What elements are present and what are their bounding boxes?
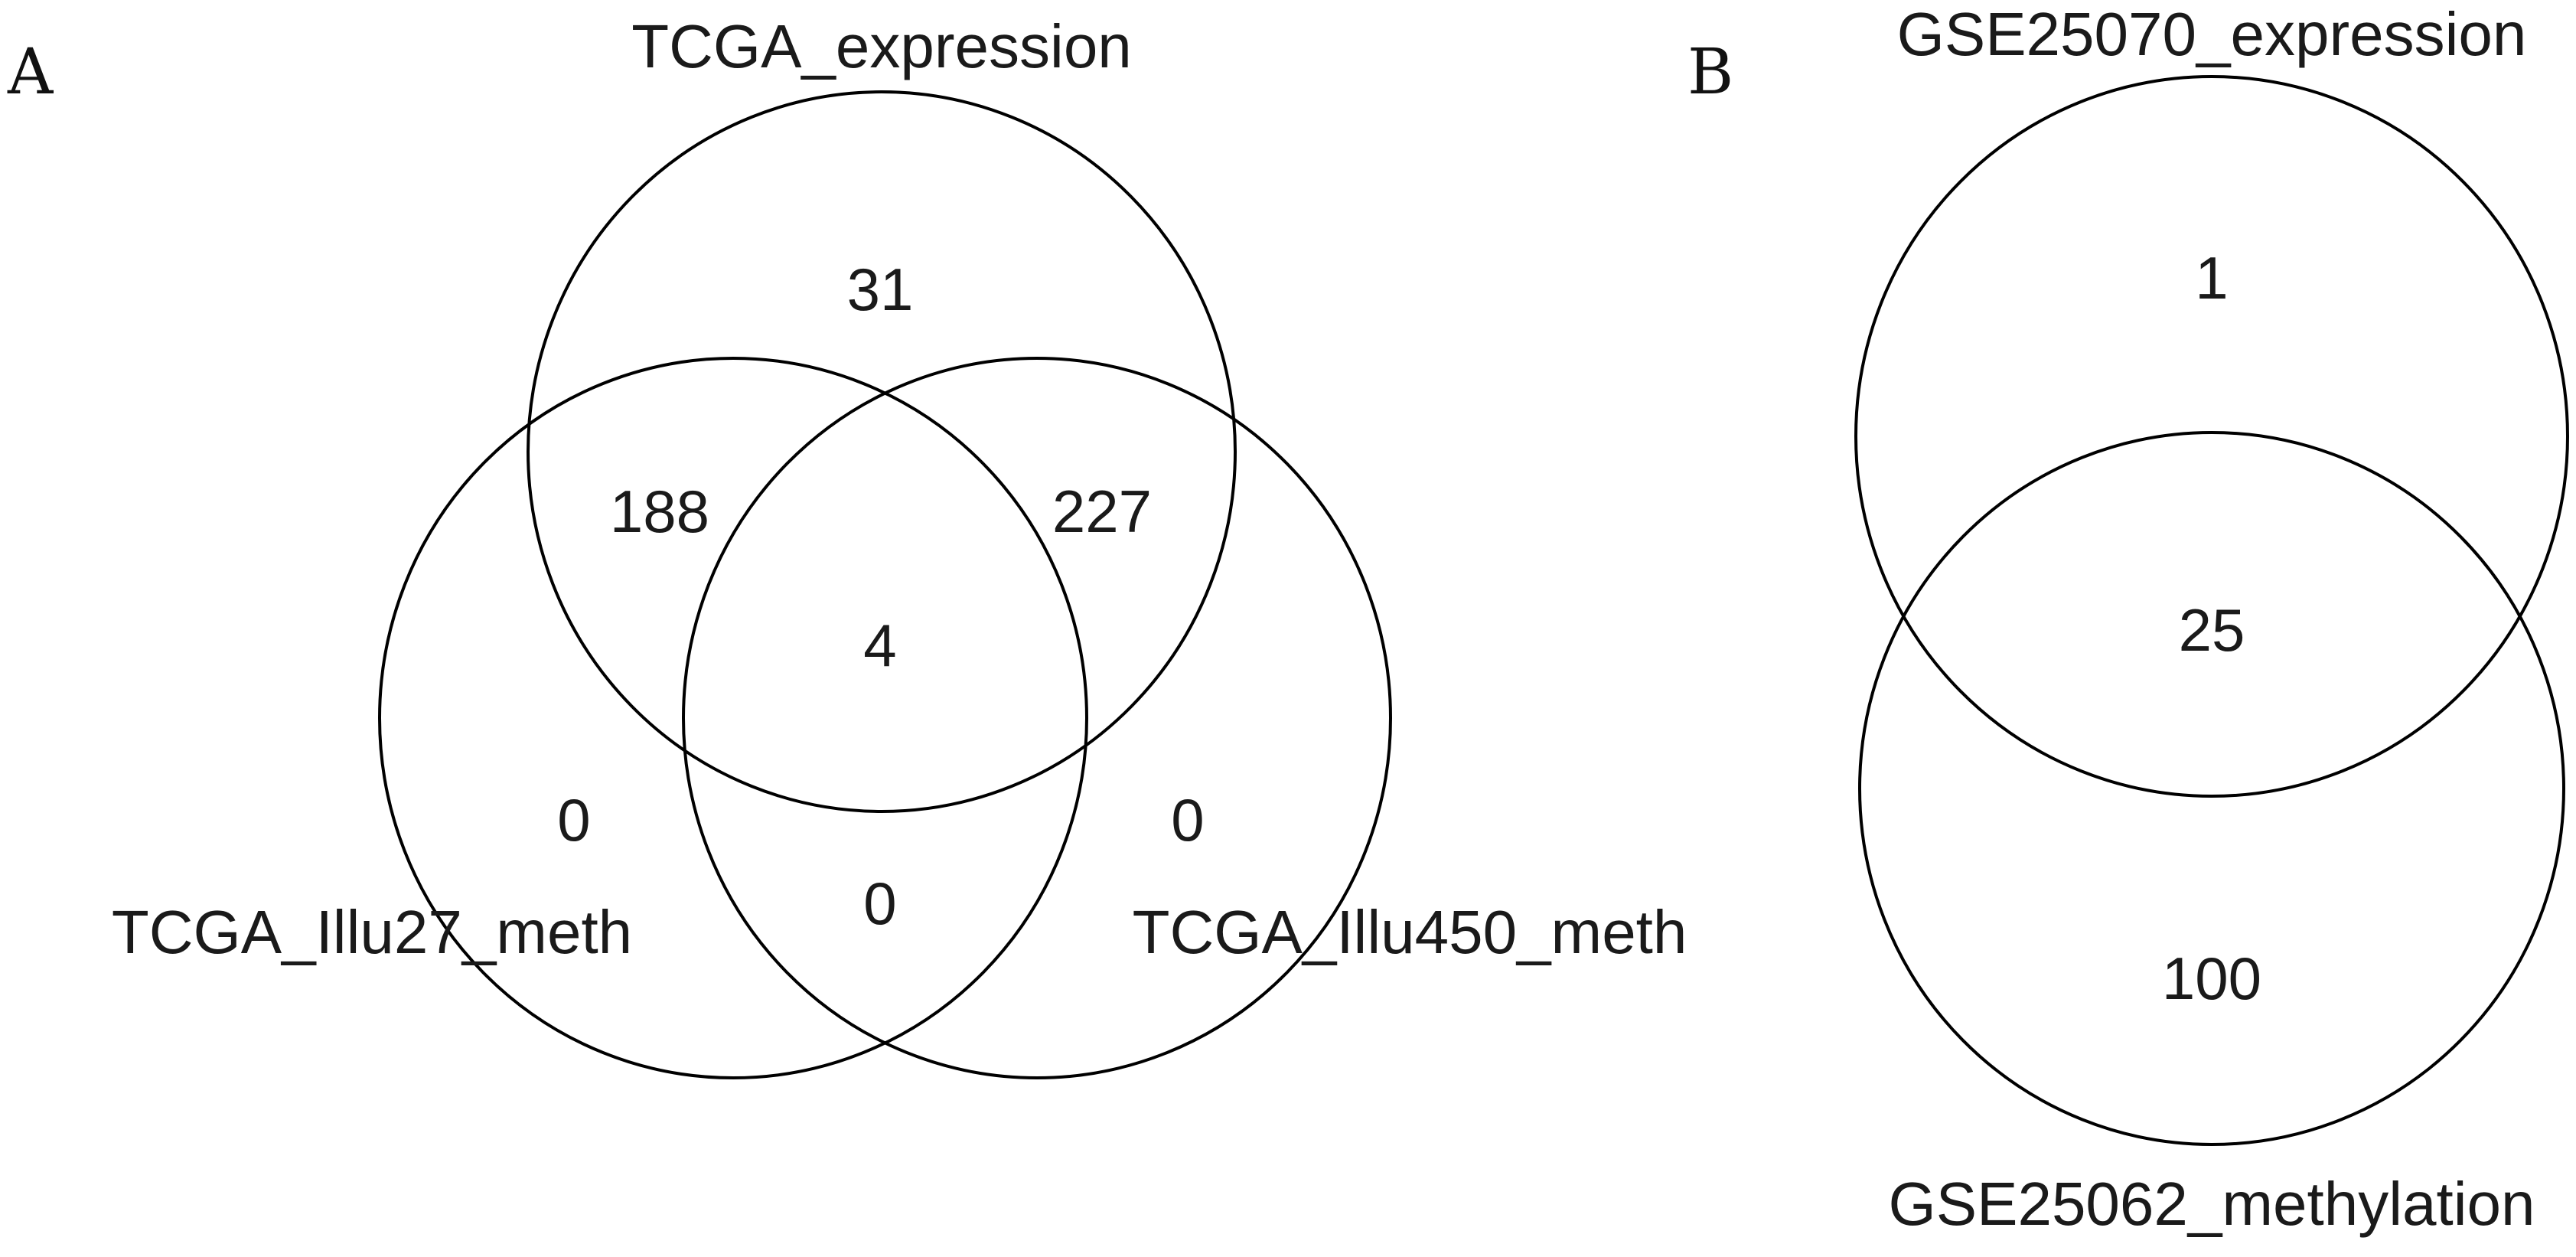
panel-a: A TCGA_expression TCGA_Illu27_meth TCGA_…	[7, 12, 1687, 1079]
label-tcga-illu27-meth: TCGA_Illu27_meth	[112, 898, 632, 966]
circle-gse25070-expression	[1854, 75, 2569, 798]
count-expression-illu450: 227	[1052, 478, 1152, 545]
label-gse25070-expression: GSE25070_expression	[1897, 0, 2527, 68]
circle-tcga-illu27-meth	[378, 357, 1088, 1079]
circle-tcga-expression	[527, 90, 1237, 813]
label-tcga-expression: TCGA_expression	[631, 12, 1132, 80]
count-illu450-only: 0	[1171, 786, 1204, 854]
circle-gse25062-methylation	[1858, 431, 2565, 1146]
count-both-b: 25	[2179, 596, 2245, 664]
label-gse25062-methylation: GSE25062_methylation	[1889, 1170, 2535, 1238]
count-illu27-only: 0	[557, 786, 590, 854]
panel-b: B GSE25070_expression GSE25062_methylati…	[1687, 0, 2569, 1238]
count-illu27-illu450: 0	[863, 870, 896, 937]
panel-b-letter: B	[1687, 36, 1733, 109]
label-tcga-illu450-meth: TCGA_Illu450_meth	[1133, 898, 1687, 966]
circle-tcga-illu450-meth	[682, 357, 1392, 1079]
panel-a-letter: A	[7, 36, 54, 109]
count-expression-only: 31	[847, 256, 914, 323]
count-all-three: 4	[863, 612, 896, 679]
count-methylation-only-b: 100	[2162, 945, 2261, 1012]
count-expression-only-b: 1	[2195, 244, 2228, 312]
count-expression-illu27: 188	[610, 478, 709, 545]
